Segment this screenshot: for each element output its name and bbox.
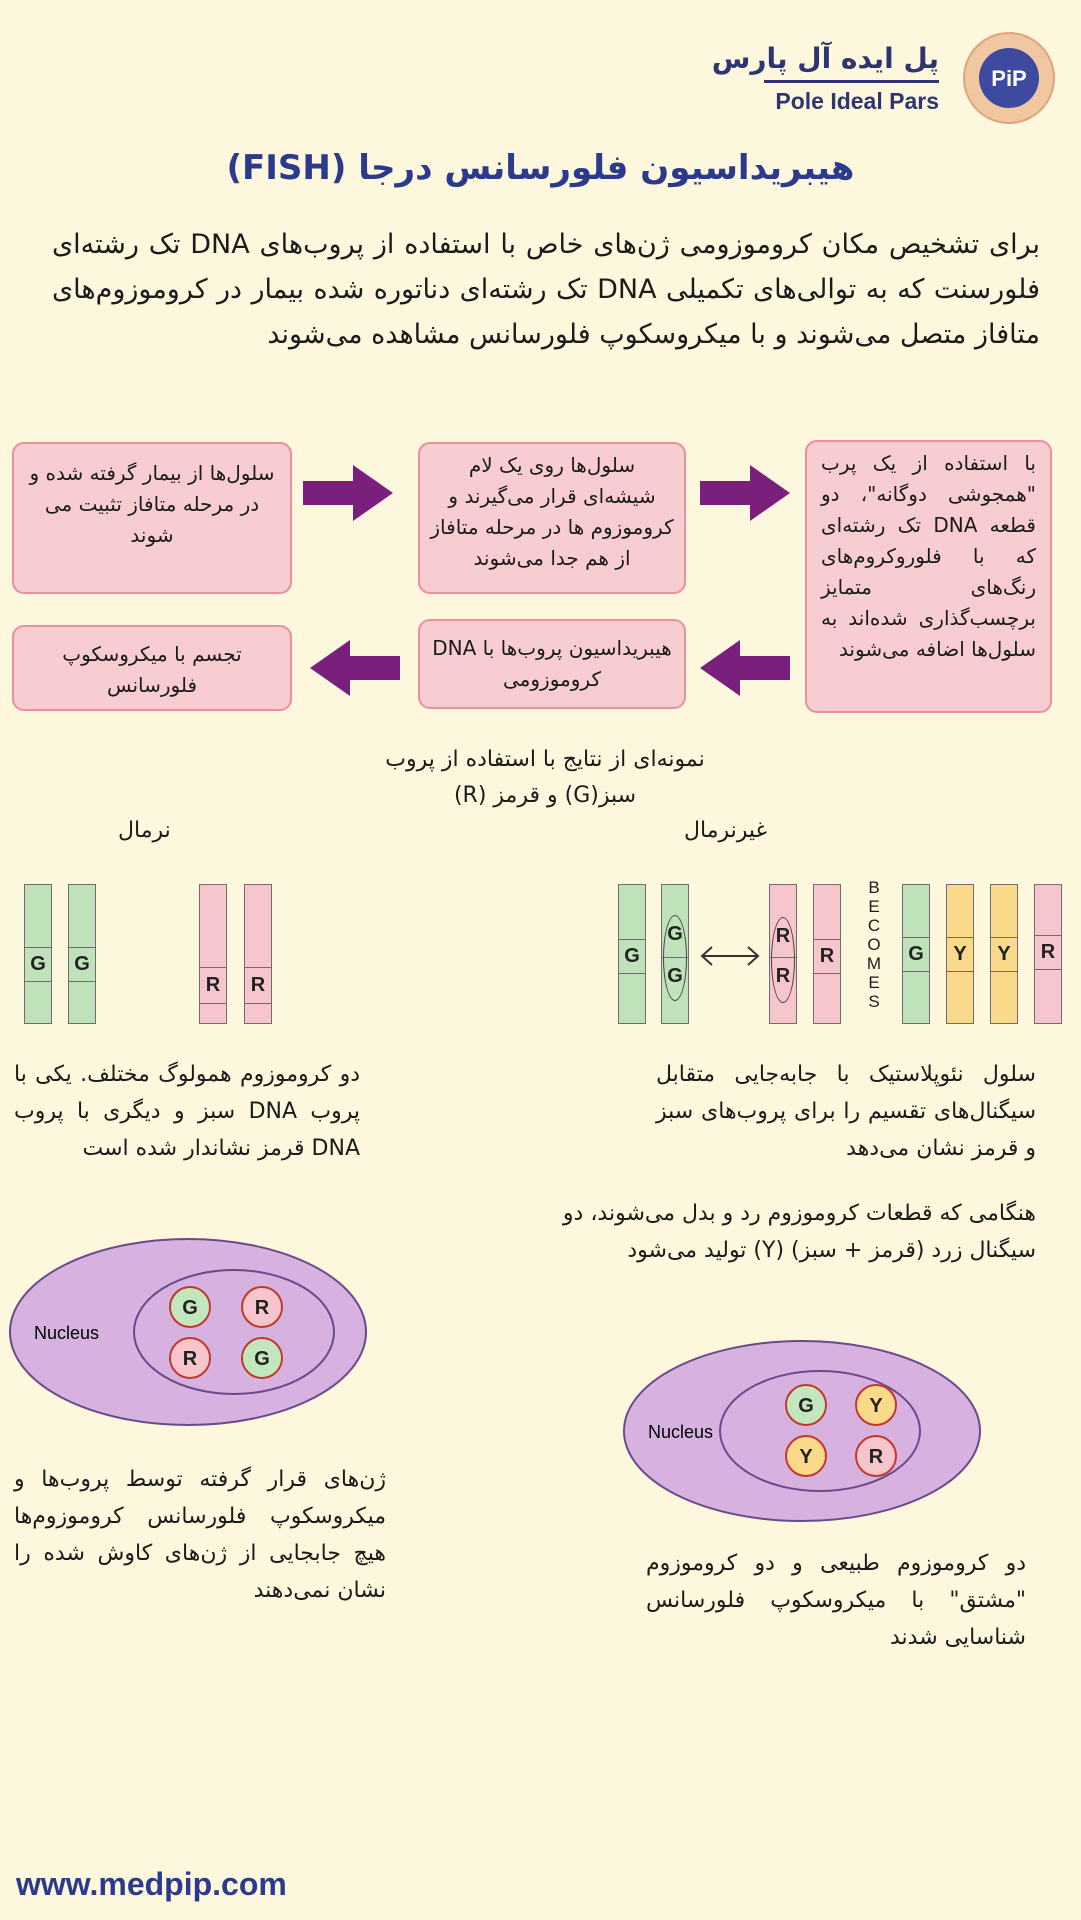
probe-label: R xyxy=(775,925,791,947)
probe-signal-label: R xyxy=(869,1446,884,1468)
website-link[interactable]: www.medpip.com xyxy=(16,1866,287,1902)
intro-paragraph: برای تشخیص مکان کروموزومی ژن‌های خاص با … xyxy=(52,229,1040,350)
chromosome-green-split: G G xyxy=(661,884,689,1024)
probe-signal-label: R xyxy=(183,1348,198,1370)
nucleus-label: Nucleus xyxy=(34,1323,99,1343)
results-title: نمونه‌ای از نتایج با استفاده از پروب سبز… xyxy=(385,747,705,808)
chromosome-yellow: Y xyxy=(990,884,1018,1024)
arrow-left-icon xyxy=(700,465,790,521)
probe-label: G xyxy=(908,943,924,965)
chromosome-red: R xyxy=(244,884,272,1024)
arrow-right-icon xyxy=(700,640,790,696)
abnormal-description: سلول نئوپلاستیک با جابه‌جایی متقابل سیگن… xyxy=(656,1062,1036,1161)
chromosome-green: G xyxy=(618,884,646,1024)
probe-label: R xyxy=(775,965,791,987)
probe-label: G xyxy=(667,965,683,987)
probe-label: Y xyxy=(953,943,967,965)
probe-label: Y xyxy=(997,943,1011,965)
step-box-hybridization: هیبریداسیون پروب‌ها با DNA کروموزومی xyxy=(418,619,686,709)
chromosome-red: R xyxy=(813,884,841,1024)
probe-label: G xyxy=(30,953,46,975)
logo: PiP xyxy=(961,30,1057,126)
logo-emblem-text: PiP xyxy=(991,66,1026,91)
probe-label: R xyxy=(250,974,266,996)
exchange-description: هنگامی که قطعات کروموزوم رد و بدل می‌شون… xyxy=(562,1201,1036,1263)
abnormal-nucleus-diagram: Nucleus G Y Y R xyxy=(623,1340,981,1522)
normal-description: دو کروموزوم همولوگ مختلف. یکی با پروب DN… xyxy=(14,1062,361,1161)
probe-label: G xyxy=(667,923,683,945)
probe-signal-label: Y xyxy=(799,1446,813,1468)
arrow-left-icon xyxy=(303,465,393,521)
probe-signal-label: G xyxy=(182,1297,198,1319)
probe-signal-label: R xyxy=(255,1297,270,1319)
step-box-dual-fusion-probe: با استفاده از یک پرب "همجوشی دوگانه"، دو… xyxy=(805,440,1052,713)
probe-label: R xyxy=(819,945,835,967)
probe-signal-label: G xyxy=(254,1348,270,1370)
logo-emblem-icon: PiP xyxy=(963,32,1055,124)
logo-en-name: Pole Ideal Pars xyxy=(775,88,939,114)
probe-label: R xyxy=(205,974,221,996)
chromosome-yellow: Y xyxy=(946,884,974,1024)
step-box-slide: سلول‌ها روی یک لام شیشه‌ای قرار می‌گیرند… xyxy=(418,442,686,594)
step-box-visualization: تجسم با میکروسکوپ فلورسانس xyxy=(12,625,292,711)
chromosome-green: G xyxy=(68,884,96,1024)
chromosome-red: R xyxy=(199,884,227,1024)
probe-signal-label: Y xyxy=(869,1395,883,1417)
chromosome-red-split: R R xyxy=(769,884,797,1024)
arrow-right-icon xyxy=(310,640,400,696)
normal-nucleus-diagram: Nucleus G R R G xyxy=(9,1238,367,1426)
abnormal-label: غیرنرمال xyxy=(684,818,768,843)
step-box-fix-cells: سلول‌ها از بیمار گرفته شده و در مرحله مت… xyxy=(12,442,292,594)
abnormal-nucleus-description: دو کروموزوم طبیعی و دو کروموزوم "مشتق" ب… xyxy=(646,1551,1026,1650)
normal-label: نرمال xyxy=(118,818,171,843)
chromosome-red: R xyxy=(1034,884,1062,1024)
probe-label: G xyxy=(624,945,640,967)
chromosome-green: G xyxy=(24,884,52,1024)
logo-divider xyxy=(764,80,939,83)
nucleus-label: Nucleus xyxy=(648,1422,713,1442)
logo-fa-name: پل ایده آل پارس xyxy=(711,42,939,75)
chromosome-green: G xyxy=(902,884,930,1024)
page-title: هیبریداسیون فلورسانس درجا (FISH) xyxy=(226,148,855,188)
probe-label: G xyxy=(74,953,90,975)
double-arrow-icon xyxy=(700,946,760,966)
normal-nucleus-description: ژن‌های قرار گرفته توسط پروب‌ها و میکروسک… xyxy=(14,1467,386,1603)
probe-signal-label: G xyxy=(798,1395,814,1417)
probe-label: R xyxy=(1040,941,1056,963)
